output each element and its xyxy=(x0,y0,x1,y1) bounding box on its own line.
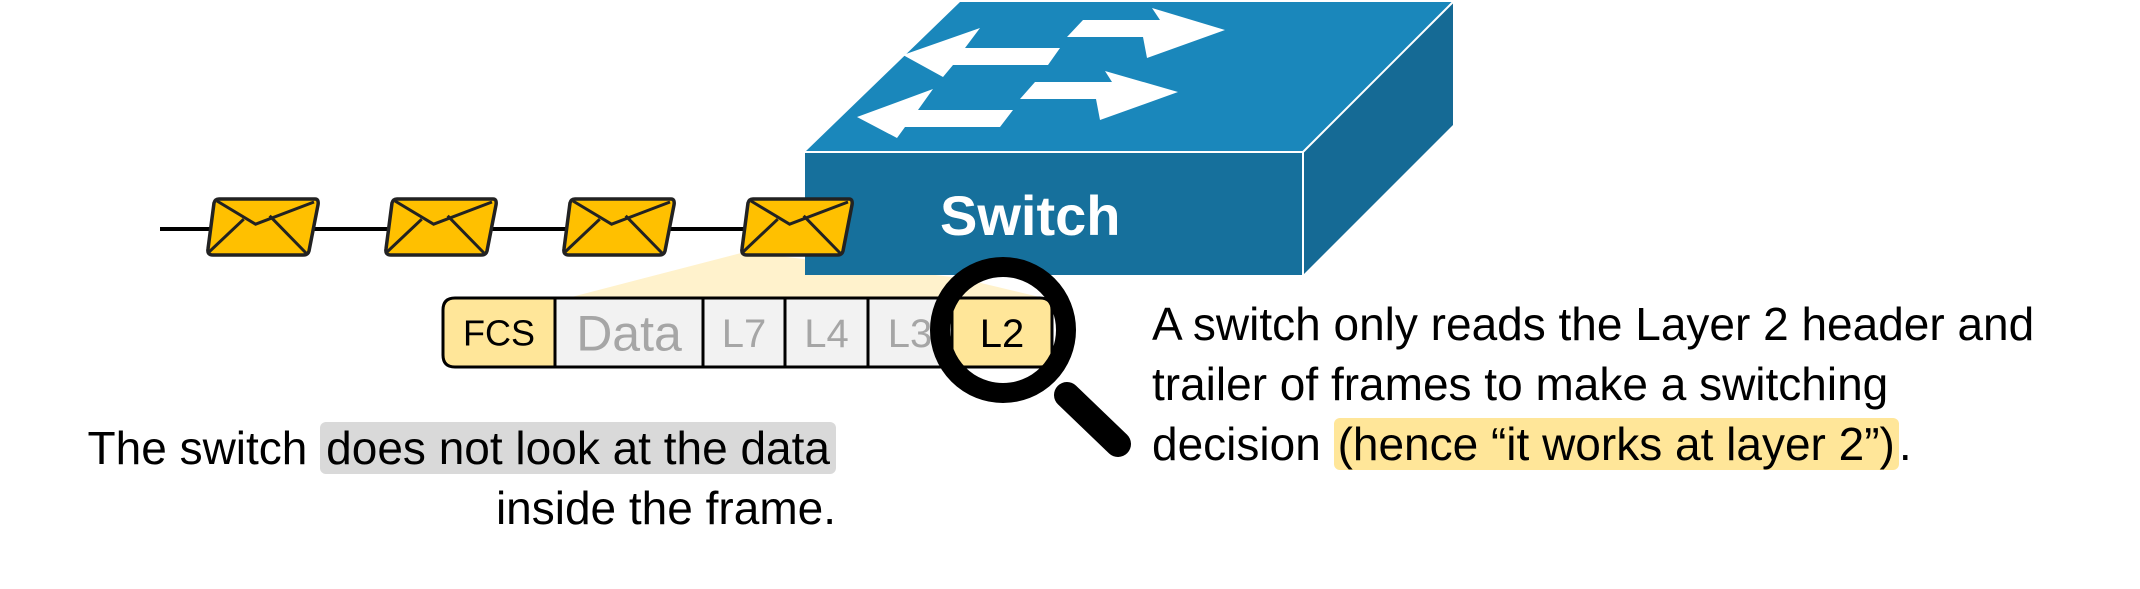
left-caption-highlight: does not look at the data xyxy=(320,422,836,474)
frame-field-label: L2 xyxy=(980,312,1025,356)
switch-label: Switch xyxy=(940,184,1120,247)
envelope-icon xyxy=(208,199,318,255)
envelope-icon xyxy=(742,199,852,255)
frame-field-label: L3 xyxy=(888,312,933,356)
right-caption-line3: decision (hence “it works at layer 2”). xyxy=(1152,414,2034,474)
frame-field-label: FCS xyxy=(463,312,535,353)
envelope-icon xyxy=(564,199,674,255)
right-caption-highlight: (hence “it works at layer 2”) xyxy=(1334,418,1899,470)
switch-icon xyxy=(805,2,1453,275)
left-caption: The switch does not look at the data ins… xyxy=(30,418,836,538)
left-caption-line2: inside the frame. xyxy=(30,478,836,538)
right-caption-line1: A switch only reads the Layer 2 header a… xyxy=(1152,294,2034,354)
left-caption-line1: The switch does not look at the data xyxy=(30,418,836,478)
right-caption-line2: trailer of frames to make a switching xyxy=(1152,354,2034,414)
frame-field-label: Data xyxy=(576,306,682,362)
frame-field-label: L4 xyxy=(804,312,849,356)
envelope-icon xyxy=(386,199,496,255)
right-caption: A switch only reads the Layer 2 header a… xyxy=(1152,294,2034,474)
frame-field-label: L7 xyxy=(722,312,767,356)
